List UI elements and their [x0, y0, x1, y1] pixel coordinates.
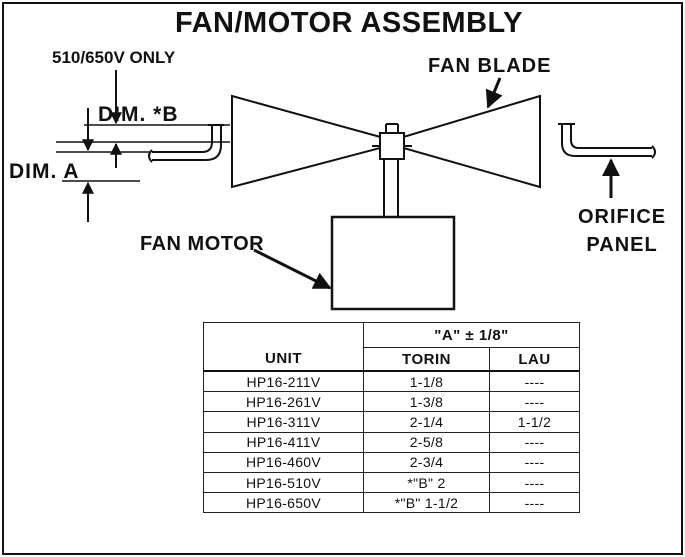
torin-cell: 2-5/8 [363, 431, 490, 453]
lau-cell: ---- [489, 471, 580, 494]
table-header-empty [203, 322, 364, 348]
unit-cell: HP16-411V [203, 431, 364, 453]
torin-cell: *"B" 1-1/2 [363, 492, 490, 514]
lau-cell: 1-1/2 [489, 411, 580, 433]
lau-cell: ---- [489, 391, 580, 413]
dimension-table: "A" ± 1/8" UNIT TORIN LAU HP16-211V 1-1/… [203, 322, 580, 514]
table-group-header: "A" ± 1/8" [363, 322, 580, 348]
table-header-torin: TORIN [363, 347, 490, 372]
torin-cell: 2-3/4 [363, 451, 490, 473]
table-row: HP16-411V 2-5/8 ---- [203, 431, 580, 453]
table-row: HP16-460V 2-3/4 ---- [203, 451, 580, 473]
orifice-panel-left [152, 125, 213, 153]
fan-blade-left [231, 94, 385, 189]
lau-cell: ---- [489, 492, 580, 514]
fan-motor-arrow [253, 248, 332, 290]
unit-cell: HP16-261V [203, 391, 364, 413]
unit-cell: HP16-510V [203, 471, 364, 494]
fan-blade-label: FAN BLADE [428, 55, 552, 77]
orifice-panel-right [561, 124, 652, 157]
fan-motor-label: FAN MOTOR [140, 233, 265, 255]
orifice-label-line2: PANEL [586, 234, 658, 256]
fan-motor-body [330, 215, 456, 311]
fan-hub [379, 132, 405, 160]
voltage-note-label: 510/650V ONLY [52, 48, 176, 67]
unit-cell: HP16-650V [203, 492, 364, 514]
unit-cell: HP16-460V [203, 451, 364, 473]
motor-shaft [383, 158, 399, 218]
torin-cell: *"B" 2 [363, 471, 490, 494]
fan-blade-arrow [485, 77, 503, 109]
diagram-title: FAN/MOTOR ASSEMBLY [175, 7, 523, 39]
dim-a-label: DIM. A [9, 160, 80, 183]
table-row: HP16-311V 2-1/4 1-1/2 [203, 411, 580, 433]
table-row: HP16-261V 1-3/8 ---- [203, 391, 580, 413]
torin-cell: 1-3/8 [363, 391, 490, 413]
table-row: HP16-211V 1-1/8 ---- [203, 370, 580, 393]
table-header-lau: LAU [489, 347, 580, 372]
orifice-panel-label: ORIFICE PANEL [578, 203, 666, 259]
fan-blade-right [399, 94, 541, 189]
table-row: HP16-510V *"B" 2 ---- [203, 471, 580, 494]
orifice-label-line1: ORIFICE [578, 206, 667, 228]
lau-cell: ---- [489, 370, 580, 393]
table-header-unit: UNIT [203, 347, 364, 372]
torin-cell: 2-1/4 [363, 411, 490, 433]
table-row: HP16-650V *"B" 1-1/2 ---- [203, 492, 580, 514]
unit-cell: HP16-211V [203, 370, 364, 393]
dim-b-label: DIM. *B [98, 103, 179, 126]
unit-cell: HP16-311V [203, 411, 364, 433]
lau-cell: ---- [489, 451, 580, 473]
torin-cell: 1-1/8 [363, 370, 490, 393]
lau-cell: ---- [489, 431, 580, 453]
